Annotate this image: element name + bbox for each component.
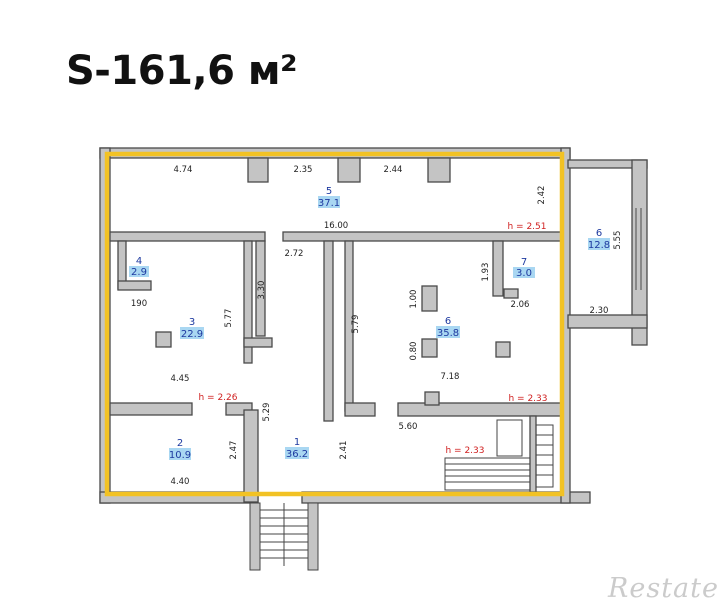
room-area: 37.1 xyxy=(318,198,340,209)
dimension-label: 4.45 xyxy=(171,374,190,384)
highlight-outline xyxy=(104,151,565,497)
room-area: 22.9 xyxy=(181,329,203,340)
height-label: h = 2.33 xyxy=(445,446,484,456)
dimension-label: 2.35 xyxy=(294,165,313,175)
room-tag-1: 1 36.2 xyxy=(285,437,309,460)
interior-stairs xyxy=(444,419,554,491)
height-labels: h = 2.51 h = 2.26 h = 2.33 h = 2.33 xyxy=(198,222,547,456)
dimension-label: 4.40 xyxy=(171,477,190,487)
room-area: 35.8 xyxy=(437,328,459,339)
room-number: 7 xyxy=(521,257,527,268)
dimension-label: 4.74 xyxy=(174,165,193,175)
room-area: 3.0 xyxy=(516,268,532,279)
height-label: h = 2.51 xyxy=(507,222,546,232)
room-tag-2: 2 10.9 xyxy=(169,438,191,461)
dimension-label: 5.60 xyxy=(399,422,418,432)
dimension-label: 2.06 xyxy=(511,300,530,310)
height-label: h = 2.26 xyxy=(198,393,237,403)
dimension-label: 190 xyxy=(131,299,147,309)
room-area: 10.9 xyxy=(169,450,191,461)
dimension-label: 5.29 xyxy=(262,403,272,422)
room-tags: 5 37.1 6 12.8 4 2.9 7 3.0 3 22.9 6 35.8 xyxy=(129,186,610,461)
dimension-label: 5.55 xyxy=(613,231,623,250)
room-area: 36.2 xyxy=(286,449,308,460)
room-tag-6-annex: 6 12.8 xyxy=(588,228,610,251)
room-tag-3: 3 22.9 xyxy=(180,317,204,340)
watermark-logo: Restate xyxy=(608,573,719,604)
room-tag-6: 6 35.8 xyxy=(436,316,460,339)
dimension-label: 5.77 xyxy=(224,309,234,328)
area-heading: S-161,6 м² xyxy=(66,48,298,94)
dimension-label: 5.79 xyxy=(351,315,361,334)
dimension-label: 3.30 xyxy=(257,281,267,300)
room-number: 5 xyxy=(326,186,332,197)
dimension-label: 1.93 xyxy=(481,263,491,282)
room-number: 6 xyxy=(596,228,602,239)
room-number: 4 xyxy=(136,256,142,267)
dimension-label: 2.42 xyxy=(537,186,547,205)
dimension-label: 7.18 xyxy=(441,372,460,382)
room-area: 12.8 xyxy=(588,240,610,251)
room-tag-5: 5 37.1 xyxy=(318,186,340,209)
window xyxy=(635,208,642,290)
dimension-labels: 4.74 2.35 2.44 2.42 16.00 5.55 2.72 3.30… xyxy=(131,165,623,487)
height-label: h = 2.33 xyxy=(508,394,547,404)
room-number: 1 xyxy=(294,437,300,448)
dimension-label: 2.41 xyxy=(339,441,349,460)
room-tag-7: 7 3.0 xyxy=(513,257,535,279)
room-area: 2.9 xyxy=(131,267,147,278)
dimension-label: 2.72 xyxy=(285,249,304,259)
room-number: 3 xyxy=(189,317,195,328)
dimension-label: 16.00 xyxy=(324,221,348,231)
room-number: 2 xyxy=(177,438,183,449)
dimension-label: 0.80 xyxy=(409,342,419,361)
room-tag-4: 4 2.9 xyxy=(129,256,149,278)
dimension-label: 1.00 xyxy=(409,290,419,309)
entrance-stairs xyxy=(249,502,319,571)
dimension-label: 2.30 xyxy=(590,306,609,316)
dimension-label: 2.44 xyxy=(384,165,403,175)
dimension-label: 2.47 xyxy=(229,441,239,460)
room-number: 6 xyxy=(445,316,451,327)
